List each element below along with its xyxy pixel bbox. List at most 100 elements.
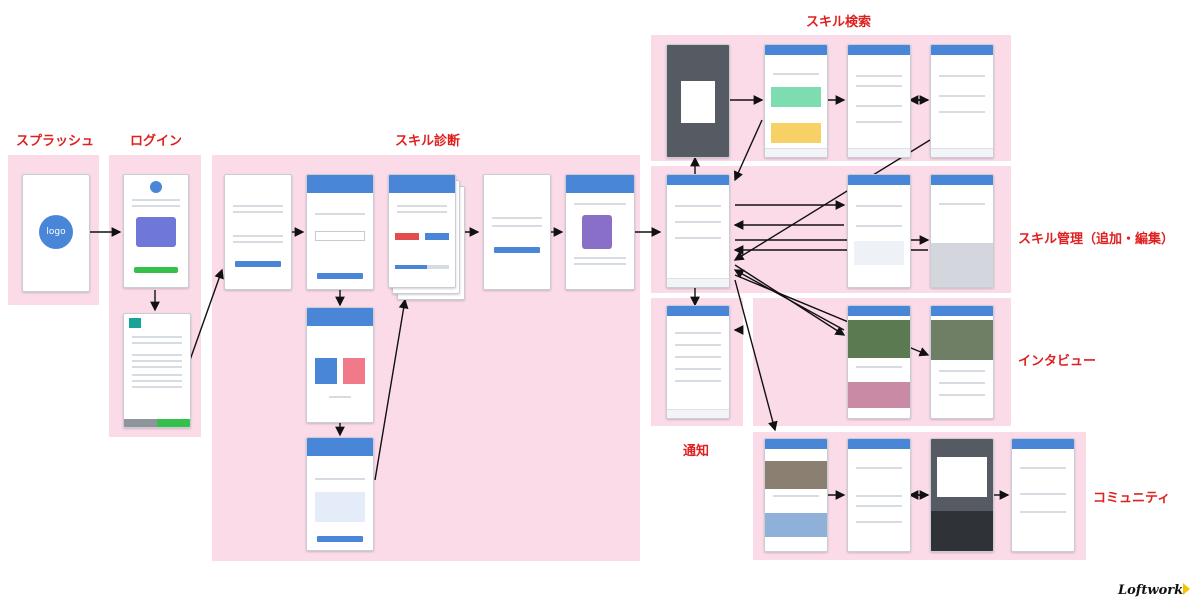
result-header: [566, 175, 634, 193]
modal-dialog[interactable]: [681, 81, 715, 123]
search-card-yellow[interactable]: [771, 123, 821, 143]
profile-line: [939, 111, 985, 113]
step-line: [315, 478, 365, 480]
screen-community-thread: [847, 438, 911, 552]
screen-login-welcome: [123, 174, 189, 288]
next-button[interactable]: [317, 273, 363, 279]
step-line: [315, 213, 365, 215]
label-community: コミュニティ: [1093, 491, 1171, 506]
interview-header: [931, 306, 993, 316]
home-line: [675, 221, 721, 223]
screen-notifications: [666, 305, 730, 419]
notification-item[interactable]: [675, 344, 721, 346]
login-text-line: [132, 199, 180, 201]
terms-line: [132, 342, 182, 344]
posted-line: [1020, 467, 1066, 469]
detail-line: [856, 121, 902, 123]
tab-bar[interactable]: [667, 409, 729, 418]
line-login-button[interactable]: [134, 267, 178, 273]
login-logo: [150, 181, 162, 193]
screen-interview-list: [847, 305, 911, 419]
screen-community-posted: [1011, 438, 1075, 552]
intro-line: [233, 235, 283, 237]
result-line: [574, 203, 626, 205]
progress-bar: [395, 265, 449, 269]
step-header: [307, 308, 373, 326]
detail-line: [856, 105, 902, 107]
community-line: [773, 495, 819, 497]
option-male[interactable]: [315, 358, 337, 384]
brand-mark-icon: [1183, 583, 1190, 595]
article-photo: [931, 320, 993, 360]
terms-line: [132, 380, 182, 382]
question-line: [397, 211, 447, 213]
thread-line: [856, 521, 902, 523]
search-card-green[interactable]: [771, 87, 821, 107]
cancel-button[interactable]: [124, 419, 157, 427]
screen-diagnosis-complete: [483, 174, 551, 290]
next-button[interactable]: [317, 536, 363, 542]
tab-bar[interactable]: [667, 278, 729, 287]
posted-line: [1020, 511, 1066, 513]
screen-diagnosis-step2: [306, 307, 374, 423]
screen-diagnosis-question: [388, 174, 456, 288]
terms-logo: [129, 318, 141, 328]
home-line: [675, 205, 721, 207]
step-line: [329, 396, 351, 398]
notification-item[interactable]: [675, 332, 721, 334]
screen-skill-keyboard: [930, 174, 994, 288]
post-dialog[interactable]: [937, 457, 987, 497]
name-input[interactable]: [315, 231, 365, 241]
answer-no[interactable]: [395, 233, 419, 240]
agree-button[interactable]: [157, 419, 190, 427]
result-illustration: [582, 215, 612, 249]
label-skill-management: スキル管理（追加・編集）: [1018, 232, 1175, 247]
notification-header: [667, 306, 729, 316]
intro-line: [233, 211, 283, 213]
notification-item[interactable]: [675, 368, 721, 370]
community-photo[interactable]: [765, 461, 827, 489]
profile-line: [939, 75, 985, 77]
edit-line: [939, 203, 985, 205]
community-photo[interactable]: [765, 513, 827, 537]
notification-item[interactable]: [675, 380, 721, 382]
article-line: [939, 394, 985, 396]
start-button[interactable]: [235, 261, 281, 267]
option-female[interactable]: [343, 358, 365, 384]
terms-line: [132, 366, 182, 368]
step-header: [307, 175, 373, 193]
result-line: [574, 263, 626, 265]
community-header: [765, 439, 827, 449]
label-login: ログイン: [130, 134, 183, 149]
screen-interview-article: [930, 305, 994, 419]
choice-list[interactable]: [315, 492, 365, 522]
screen-community-post-modal: [930, 438, 994, 552]
notification-item[interactable]: [675, 356, 721, 358]
terms-line: [132, 354, 182, 356]
article-line: [939, 382, 985, 384]
screen-splash: logo: [22, 174, 90, 292]
screen-search-detail: [847, 44, 911, 158]
tab-bar[interactable]: [848, 148, 910, 157]
splash-logo: logo: [39, 215, 73, 249]
keyboard[interactable]: [931, 511, 993, 551]
label-notifications: 通知: [683, 444, 710, 459]
intro-line: [233, 205, 283, 207]
view-result-button[interactable]: [494, 247, 540, 253]
detail-line: [856, 75, 902, 77]
label-skill-search: スキル検索: [806, 15, 872, 30]
terms-line: [132, 374, 182, 376]
screen-diagnosis-result: [565, 174, 635, 290]
community-header: [1012, 439, 1074, 449]
answer-yes[interactable]: [425, 233, 449, 240]
interview-photo[interactable]: [848, 320, 910, 358]
keyboard[interactable]: [931, 243, 993, 287]
label-interview: インタビュー: [1018, 354, 1097, 369]
label-splash: スプラッシュ: [16, 134, 95, 149]
screen-community-list: [764, 438, 828, 552]
edit-textarea[interactable]: [854, 241, 904, 265]
search-header: [931, 45, 993, 55]
interview-photo[interactable]: [848, 382, 910, 408]
tab-bar[interactable]: [765, 148, 827, 157]
tab-bar[interactable]: [931, 148, 993, 157]
